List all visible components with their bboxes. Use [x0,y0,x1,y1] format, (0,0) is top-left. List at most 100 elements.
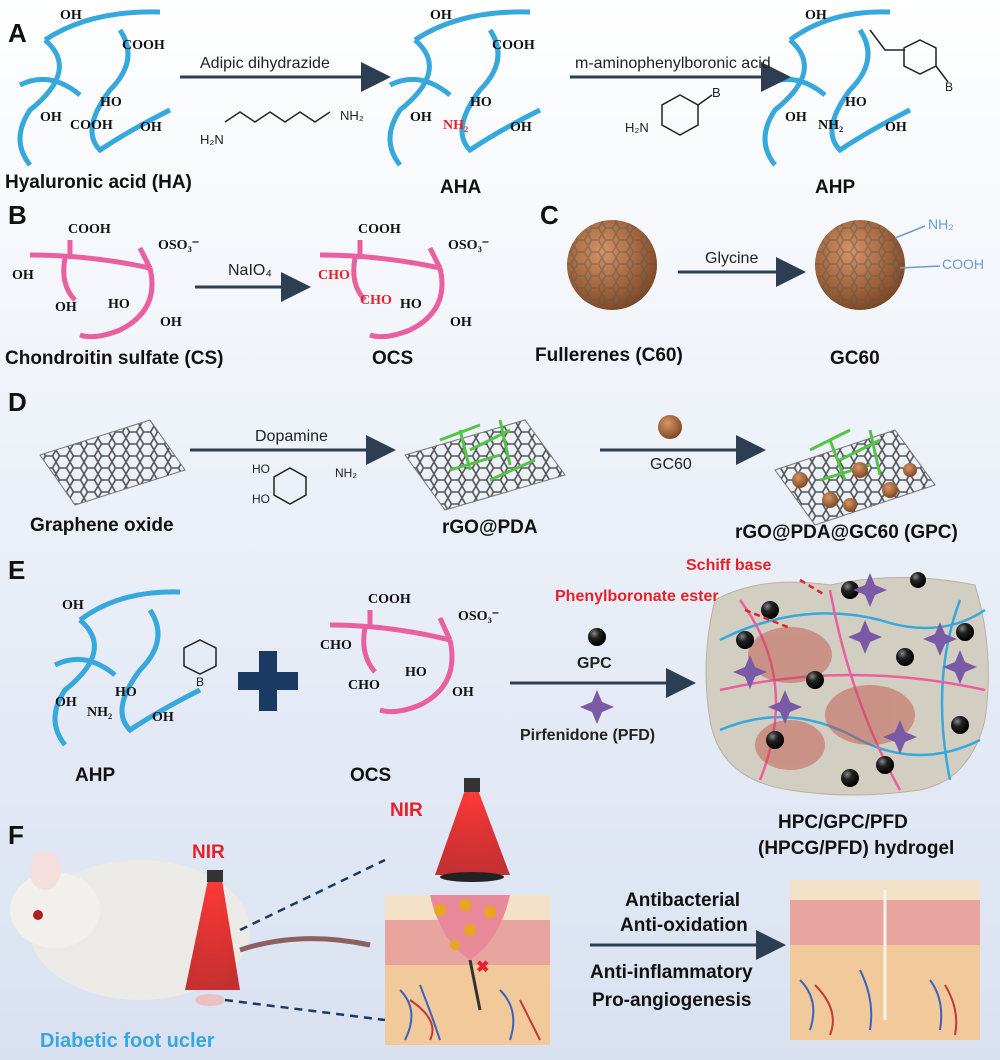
effect-pro-angiogenesis: Pro-angiogenesis [592,990,752,1011]
e-ahp-oh: OH [55,695,77,710]
ocs-oso3: OSO₃⁻ [448,238,490,253]
nir-beam-mouse [185,880,240,990]
ahp-ho: HO [845,95,867,110]
hydrazide-amine-left: H₂N [200,132,224,147]
ahp-oh: OH [785,110,807,125]
dopamine-ho-1: HO [252,462,270,476]
label-hydrogel-1: HPC/GPC/PFD [778,812,908,833]
panel-label-d: D [8,387,27,417]
ahp-oh-right: OH [885,120,907,135]
panel-label-b: B [8,200,27,230]
e-ahp-nh2: NH₂ [87,705,113,720]
label-phenylboronate-ester: Phenylboronate ester [555,588,719,605]
effect-anti-inflammatory: Anti-inflammatory [590,962,753,983]
ocs-cho-left: CHO [318,268,350,283]
plus-sign [238,651,298,711]
ocs-structure [319,240,445,340]
boronic-amine: H₂N [625,120,649,135]
gc60-reagent-icon [658,415,682,439]
ha-oh-top: OH [60,8,82,23]
ocs-cho-bottom: CHO [360,293,392,308]
ha-oh-bottom: OH [40,110,62,125]
label-hydrogel-2: (HPCG/PFD) hydrogel [758,838,955,859]
label-gpc-reagent: GPC [577,655,612,672]
cs-oh-left: OH [12,268,34,283]
label-nir-mouse: NIR [192,842,225,863]
ha-structure [17,9,172,167]
gc60-cooh: COOH [942,256,984,272]
label-fullerenes: Fullerenes (C60) [535,345,683,366]
e-ahp-oh-right: OH [152,710,174,725]
ocs-ho: HO [400,297,422,312]
e-ocs-ho: HO [405,665,427,680]
gpc-sheet [774,429,936,526]
gpc-ball-icon [588,628,606,646]
effect-anti-oxidation: Anti-oxidation [620,915,748,936]
mouse-illustration [10,850,371,1006]
reagent-aminophenylboronic-acid: m-aminophenylboronic acid [575,55,771,72]
label-ocs: OCS [372,348,414,369]
label-ahp-e: AHP [75,765,116,786]
zoom-line-top [239,858,386,932]
label-rgo-pda: rGO@PDA [442,517,538,538]
label-gc60: GC60 [830,348,880,369]
label-chondroitin-sulfate: Chondroitin sulfate (CS) [5,348,224,369]
adipic-dihydrazide-skeleton [224,111,331,123]
gc60-nh2: NH₂ [928,216,954,232]
dopamine-ho-2: HO [252,492,270,506]
cs-oh-right: OH [160,315,182,330]
zoom-line-bottom [224,998,386,1022]
ha-oh-right: OH [140,120,162,135]
aminophenylboronic-ring [661,94,699,136]
e-ocs-oh: OH [452,685,474,700]
dopamine-nh2: NH₂ [335,466,357,480]
label-hyaluronic-acid: Hyaluronic acid (HA) [5,172,192,193]
reagent-glycine: Glycine [705,250,759,267]
cs-structure [29,240,155,340]
aha-oh-right: OH [510,120,532,135]
label-ocs-e: OCS [350,765,392,786]
pfd-star-icon [580,690,614,724]
panel-label-c: C [540,200,559,230]
e-ocs-cooh: COOH [368,592,411,607]
reagent-dopamine: Dopamine [255,428,328,445]
label-ahp: AHP [815,177,856,198]
pda-network [439,419,536,482]
boronate-pointer [744,608,791,630]
e-ahp-ho: HO [115,685,137,700]
e-ahp-oh-top: OH [62,598,84,613]
ahp-structure-e [52,589,202,747]
e-ahp-b: B [196,675,205,689]
aha-nh2: NH₂ [443,118,469,133]
ocs-cooh: COOH [358,222,401,237]
boronic-b: B [712,85,721,100]
panel-label-a: A [8,18,27,48]
dopamine-ring [273,467,307,505]
svg-text:✖: ✖ [476,959,489,976]
healed-skin-block [790,880,980,1040]
panel-label-e: E [8,555,26,585]
schiff-pointer [799,578,826,597]
pfd-stars-gel [733,573,977,754]
label-diabetic-foot-ulcer: Diabetic foot ucler [40,1030,215,1052]
aha-oh-top: OH [430,8,452,23]
label-gpc: rGO@PDA@GC60 (GPC) [735,522,958,543]
cs-ho: HO [108,297,130,312]
cs-oh-bottom: OH [55,300,77,315]
label-graphene-oxide: Graphene oxide [30,515,174,536]
ahp-structure [762,9,949,167]
ahp-nh2: NH₂ [818,118,844,133]
cs-oso3: OSO₃⁻ [158,238,200,253]
e-ocs-cho-2: CHO [348,678,380,693]
reagent-adipic-dihydrazide: Adipic dihydrazide [200,55,330,72]
e-ocs-oso3: OSO₃⁻ [458,609,500,624]
nir-beam-skin [435,790,510,875]
label-aha: AHA [440,177,482,198]
gpc-balls-gel [736,572,974,787]
aha-ho: HO [470,95,492,110]
cs-cooh: COOH [68,222,111,237]
aha-oh: OH [410,110,432,125]
ha-ho: HO [100,95,122,110]
reagent-naio4: NaIO₄ [228,262,272,279]
